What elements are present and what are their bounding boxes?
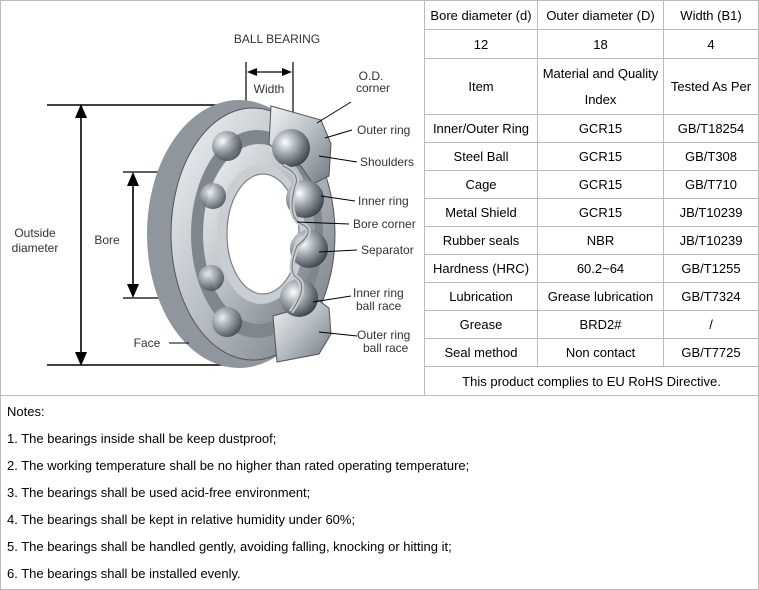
table-row: Cage GCR15 GB/T710 (1, 170, 759, 199)
outer-ring-label: Outer ring (357, 123, 410, 137)
width-label: Width (254, 82, 285, 96)
dims-value-bore: 12 (424, 29, 538, 59)
spec-material: GCR15 (537, 198, 664, 227)
spec-standard: JB/T10239 (663, 226, 759, 255)
list-item: 1. The bearings inside shall be keep dus… (7, 431, 277, 446)
inner-ring-label: Inner ring (358, 194, 409, 208)
bearing-diagram-cell: BALL BEARING (0, 0, 425, 396)
od-corner-label-1: O.D. (359, 69, 384, 83)
spec-item: Hardness (HRC) (424, 254, 538, 283)
spec-material: NBR (537, 226, 664, 255)
spec-item: Lubrication (424, 282, 538, 311)
dims-header-width: Width (B1) (663, 0, 759, 30)
notes-title: Notes: (7, 404, 45, 419)
list-item: 4. The bearings shall be kept in relativ… (7, 512, 356, 527)
spec-item: Steel Ball (424, 142, 538, 171)
od-corner-label-2: corner (356, 81, 390, 95)
bore-label: Bore (94, 233, 120, 247)
separator-label: Separator (361, 243, 414, 257)
spec-standard: JB/T10239 (663, 198, 759, 227)
shoulders-label: Shoulders (360, 155, 414, 169)
inner-race-label-2: ball race (356, 299, 402, 313)
dims-value-width: 4 (663, 29, 759, 59)
dims-value-row: 12 18 4 (1, 29, 759, 59)
list-item: 3. The bearings shall be used acid-free … (7, 485, 311, 500)
dims-header-outer: Outer diameter (D) (537, 0, 664, 30)
spec-item: Cage (424, 170, 538, 199)
list-item: 2. The working temperature shall be no h… (7, 458, 470, 473)
list-item: 5. The bearings shall be handled gently,… (7, 539, 452, 554)
compliance-text: This product complies to EU RoHS Directi… (424, 366, 759, 396)
inner-race-label-1: Inner ring (353, 286, 404, 300)
table-row: Hardness (HRC) 60.2~64 GB/T1255 (1, 254, 759, 283)
spec-material: Non contact (537, 338, 664, 367)
spec-item: Seal method (424, 338, 538, 367)
spec-material: GCR15 (537, 170, 664, 199)
table-row: Inner/Outer Ring GCR15 GB/T18254 (1, 114, 759, 143)
spec-item: Inner/Outer Ring (424, 114, 538, 143)
spec-standard: GB/T1255 (663, 254, 759, 283)
table-row: Seal method Non contact GB/T7725 (1, 338, 759, 367)
spec-standard: GB/T308 (663, 142, 759, 171)
bearing-illustration (147, 100, 336, 368)
spec-material: GCR15 (537, 114, 664, 143)
compliance-row: This product complies to EU RoHS Directi… (1, 366, 759, 396)
spec-material: 60.2~64 (537, 254, 664, 283)
outer-race-label-1: Outer ring (357, 328, 410, 342)
outer-race-label-2: ball race (363, 341, 409, 355)
dims-header-bore: Bore diameter (d) (424, 0, 538, 30)
spec-standard: GB/T7324 (663, 282, 759, 311)
spec-standard: GB/T710 (663, 170, 759, 199)
face-label: Face (134, 336, 161, 350)
spec-item: Grease (424, 310, 538, 339)
spec-standard: GB/T18254 (663, 114, 759, 143)
spec-header-item: Item (424, 58, 538, 115)
spec-header-material-line1: Material and Quality (542, 65, 659, 81)
table-row: Rubber seals NBR JB/T10239 (1, 226, 759, 255)
outside-diameter-label-2: diameter (12, 241, 59, 255)
spec-material: GCR15 (537, 142, 664, 171)
table-row: Grease BRD2# / (1, 310, 759, 339)
spec-item: Metal Shield (424, 198, 538, 227)
spec-standard: GB/T7725 (663, 338, 759, 367)
spec-item: Rubber seals (424, 226, 538, 255)
notes-cell: Notes: 1. The bearings inside shall be k… (0, 395, 759, 590)
dims-header-row: BALL BEARING (0, 0, 759, 396)
spec-header-material-line2: Index (584, 91, 617, 107)
diagram-title: BALL BEARING (234, 32, 320, 46)
notes-row: Notes: 1. The bearings inside shall be k… (0, 395, 759, 590)
table-row: Steel Ball GCR15 GB/T308 (1, 142, 759, 171)
dims-value-outer: 18 (537, 29, 664, 59)
spec-standard: / (663, 310, 759, 339)
spec-header-tested: Tested As Per (663, 58, 759, 115)
outside-diameter-label-1: Outside (14, 226, 56, 240)
spec-material: Grease lubrication (537, 282, 664, 311)
bearing-diagram: BALL BEARING (12, 32, 416, 368)
list-item: 6. The bearings shall be installed evenl… (7, 566, 241, 581)
spec-material: BRD2# (537, 310, 664, 339)
bore-corner-label: Bore corner (353, 217, 416, 231)
